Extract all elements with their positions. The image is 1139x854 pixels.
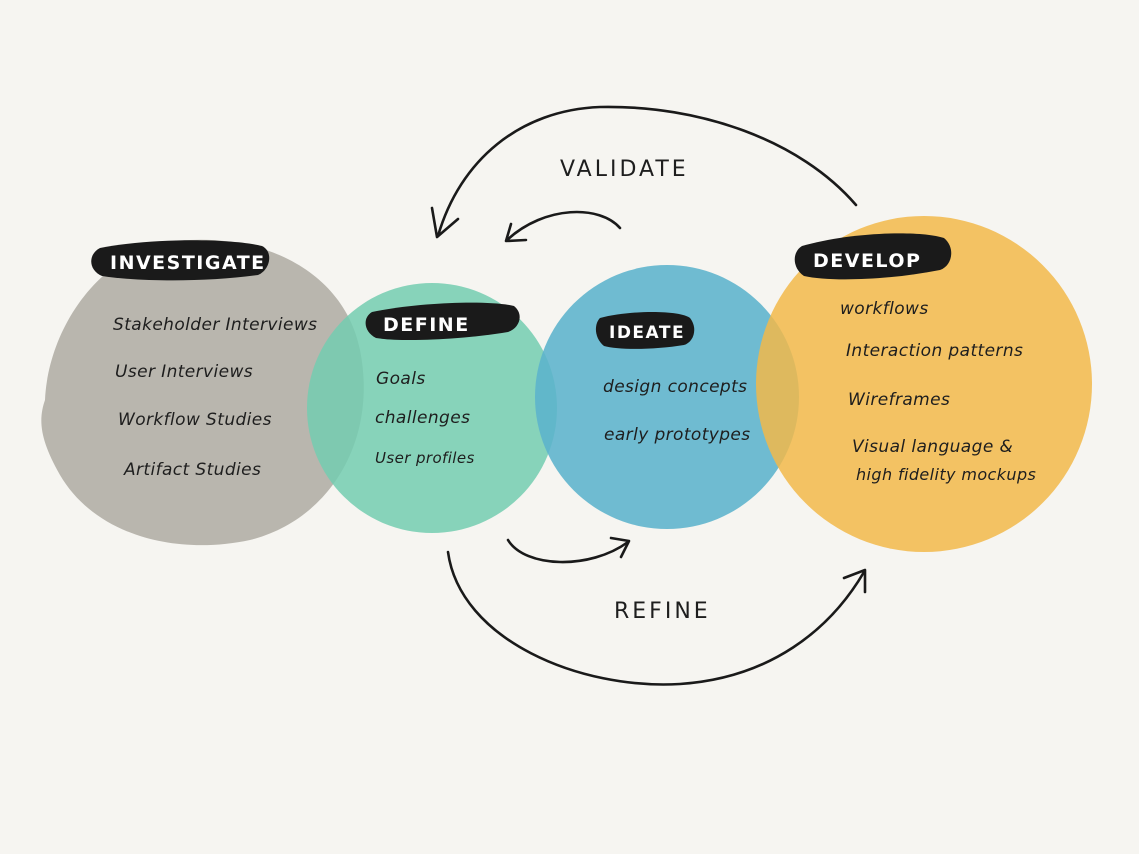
investigate-items: Stakeholder Interviews User Interviews W… (113, 315, 317, 480)
ideate-item: design concepts (603, 377, 747, 397)
develop-item: Interaction patterns (846, 341, 1023, 361)
investigate-item: Workflow Studies (118, 410, 272, 430)
develop-item: high fidelity mockups (856, 465, 1036, 484)
develop-items: workflows Interaction patterns Wireframe… (840, 299, 1036, 484)
develop-label-pill (794, 233, 952, 280)
ideate-item: early prototypes (604, 425, 751, 445)
ideate-label-group: IDEATE (595, 312, 695, 349)
validate-arrows: VALIDATE (430, 105, 858, 243)
validate-outer-arrowhead (430, 206, 460, 239)
ideate-label: IDEATE (609, 323, 685, 343)
develop-label-group: DEVELOP (794, 233, 952, 280)
validate-inner-arrow (505, 210, 622, 242)
refine-label: REFINE (614, 599, 711, 624)
define-label-pill (365, 302, 520, 340)
refine-outer-arrow (446, 550, 866, 686)
investigate-circle (41, 239, 364, 546)
investigate-label-pill (91, 240, 270, 281)
validate-outer-arrow (436, 105, 858, 238)
ideate-items: design concepts early prototypes (603, 377, 751, 445)
define-label-group: DEFINE (365, 302, 520, 340)
investigate-item: Stakeholder Interviews (113, 315, 317, 335)
develop-circle (756, 216, 1092, 552)
validate-label: VALIDATE (560, 157, 689, 182)
define-items: Goals challenges User profiles (375, 369, 475, 467)
investigate-label: INVESTIGATE (110, 252, 266, 274)
develop-label: DEVELOP (813, 250, 921, 272)
refine-arrows: REFINE (446, 536, 867, 686)
refine-outer-arrowhead (842, 568, 867, 594)
refine-inner-arrowhead (609, 536, 631, 559)
refine-inner-arrow (506, 538, 630, 564)
define-item: Goals (376, 369, 426, 389)
define-item: User profiles (375, 449, 475, 467)
investigate-item: Artifact Studies (123, 460, 261, 480)
develop-item: Visual language & (852, 437, 1013, 457)
validate-inner-arrowhead (504, 222, 528, 243)
investigate-item: User Interviews (115, 362, 253, 382)
develop-item: workflows (840, 299, 929, 319)
investigate-label-group: INVESTIGATE (91, 240, 270, 281)
define-label: DEFINE (383, 314, 470, 336)
define-circle (307, 283, 557, 533)
develop-item: Wireframes (848, 390, 950, 410)
define-item: challenges (375, 408, 470, 428)
ideate-label-pill (595, 312, 695, 349)
